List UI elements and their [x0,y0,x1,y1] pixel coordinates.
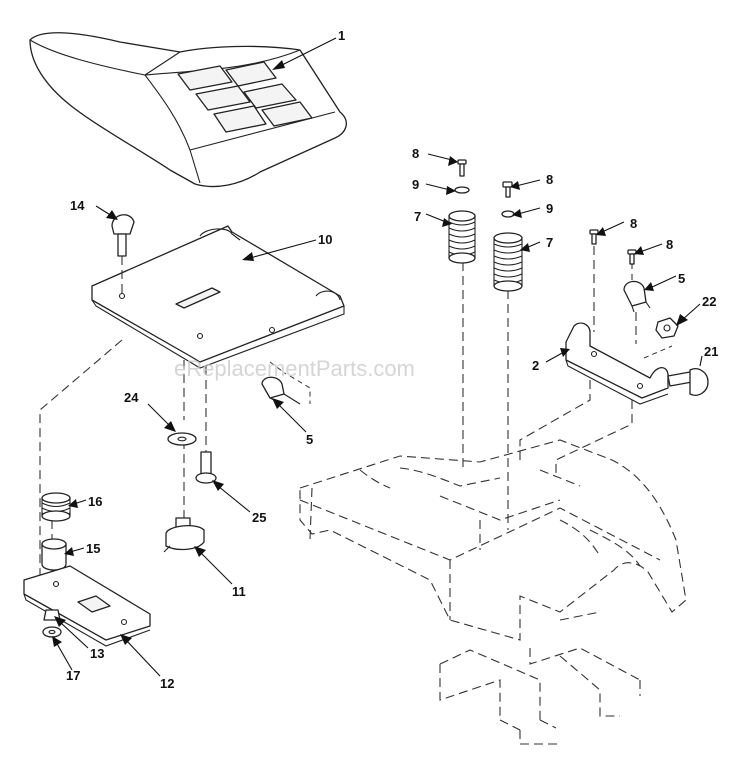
shoulder-bolt-25 [195,451,217,484]
callout-17: 17 [66,668,80,683]
callout-16: 16 [88,494,102,509]
callout-10: 10 [318,232,332,247]
clip-5-right [623,280,651,313]
spacer-15 [41,538,67,571]
callout-11: 11 [232,584,246,599]
callout-5-left: 5 [306,432,313,447]
callout-13: 13 [90,646,104,661]
spring-7-a [448,210,476,264]
seat-part [29,32,347,188]
callout-8-a: 8 [412,146,419,161]
callout-7-left: 7 [414,209,421,224]
callout-12: 12 [160,676,174,691]
callout-8-c: 8 [630,216,637,231]
bolt-8-b [502,181,513,198]
nut-22 [655,317,679,339]
washer-9-b [501,210,515,218]
seat-pan-part [91,225,345,369]
callout-8-b: 8 [546,172,553,187]
spring-16 [41,492,71,522]
adjust-knob-11 [163,517,205,553]
washer-24 [167,432,197,446]
callout-22: 22 [702,294,716,309]
callout-2: 2 [532,358,539,373]
callout-25: 25 [252,510,266,525]
callout-9-b: 9 [546,201,553,216]
bolt-8-c [589,229,599,245]
watermark-text: eReplacementParts.com [174,356,415,381]
fender-assembly [299,439,687,745]
callout-24: 24 [124,390,139,405]
washer-9-a [454,186,470,194]
leader-lines [52,37,703,677]
callout-labels: 1 2 5 5 7 7 8 8 8 8 9 9 10 11 12 13 14 1… [66,28,718,691]
seat-bracket-2 [565,322,669,405]
callout-15: 15 [86,541,100,556]
callout-8-d: 8 [666,237,673,252]
callout-14: 14 [70,198,85,213]
callout-9-a: 9 [412,177,419,192]
washer-17 [42,626,62,638]
callout-1: 1 [338,28,345,43]
callout-7-right: 7 [546,235,553,250]
bolt-8-a [457,159,467,177]
spring-7-b [493,232,523,292]
callout-21: 21 [704,344,718,359]
callout-5-right: 5 [678,271,685,286]
bolt-21 [667,368,709,396]
bolt-8-d [627,249,637,265]
bracket-12 [23,565,151,647]
